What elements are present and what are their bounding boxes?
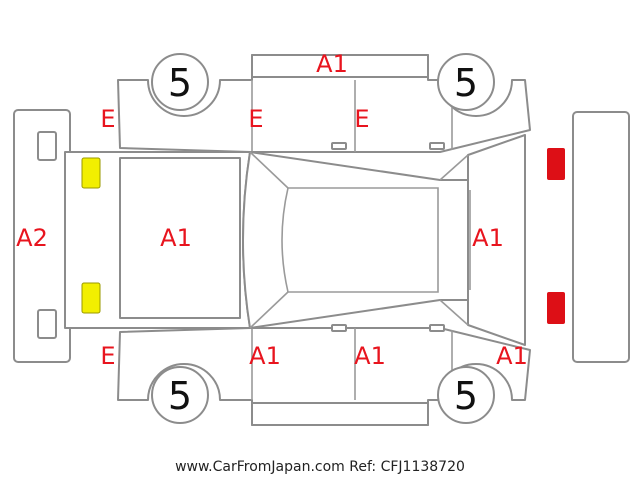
damage-mark-bottom-front-fender: E bbox=[100, 342, 115, 370]
right-taillight bbox=[547, 292, 565, 324]
damage-mark-bottom-front-door: A1 bbox=[249, 342, 281, 370]
top-view-body bbox=[64, 134, 526, 346]
damage-mark-top-front-door: E bbox=[248, 105, 263, 133]
right-side-panel bbox=[117, 324, 531, 426]
wheel-front-left: 5 bbox=[151, 53, 209, 111]
wheel-rear-left: 5 bbox=[437, 53, 495, 111]
right-headlight bbox=[81, 282, 101, 314]
left-side-panel bbox=[117, 54, 531, 153]
wheel-front-right-label: 5 bbox=[168, 374, 192, 418]
damage-mark-front-bumper: A2 bbox=[16, 224, 48, 252]
wheel-front-left-label: 5 bbox=[168, 61, 192, 105]
damage-mark-bottom-rear-quarter: A1 bbox=[496, 342, 528, 370]
wheel-rear-left-label: 5 bbox=[454, 61, 478, 105]
damage-mark-bottom-rear-door: A1 bbox=[354, 342, 386, 370]
damage-mark-roof-top-strip: A1 bbox=[316, 50, 348, 78]
damage-mark-hood: A1 bbox=[160, 224, 192, 252]
footer-watermark: www.CarFromJapan.com Ref: CFJ1138720 bbox=[0, 459, 640, 475]
damage-mark-top-front-fender: E bbox=[100, 105, 115, 133]
wheel-front-right: 5 bbox=[151, 366, 209, 424]
rear-bumper bbox=[572, 111, 630, 363]
footer-ref: Ref: CFJ1138720 bbox=[349, 459, 465, 475]
wheel-rear-right-label: 5 bbox=[454, 374, 478, 418]
footer-site: www.CarFromJapan.com bbox=[175, 459, 345, 475]
wheel-rear-right: 5 bbox=[437, 366, 495, 424]
damage-mark-rear-deck: A1 bbox=[472, 224, 504, 252]
left-headlight bbox=[81, 157, 101, 189]
left-taillight bbox=[547, 148, 565, 180]
damage-mark-top-rear-door: E bbox=[354, 105, 369, 133]
